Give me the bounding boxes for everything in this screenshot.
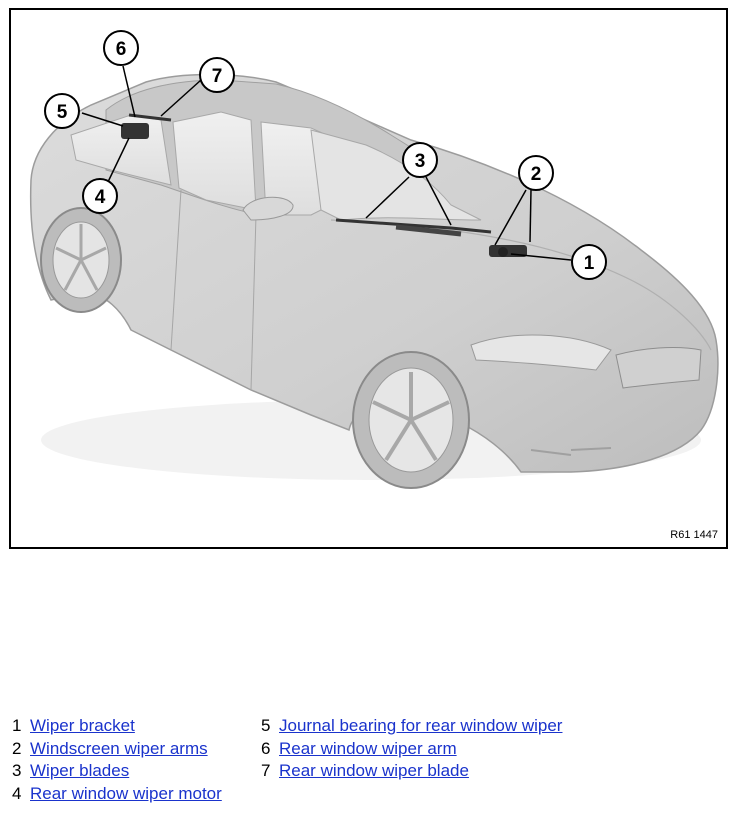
legend-item: 5 Journal bearing for rear window wiper	[261, 715, 562, 738]
legend-link-wiper-blades[interactable]: Wiper blades	[30, 761, 130, 780]
grille	[615, 347, 702, 389]
callout-6-label: 6	[116, 39, 127, 60]
callout-3-label: 3	[415, 151, 426, 172]
windscreen	[310, 129, 482, 221]
legend-item: 4 Rear window wiper motor	[12, 783, 222, 806]
fog-lights	[530, 447, 612, 456]
leader-lines	[81, 65, 572, 261]
wiper-arm-graphic	[395, 224, 462, 237]
legend-number: 6	[261, 738, 271, 758]
legend-number: 3	[12, 761, 22, 780]
callout-2: 2	[518, 155, 554, 191]
rear-rim-spokes	[55, 224, 107, 291]
legend-link-rear-window-wiper-motor[interactable]: Rear window wiper motor	[30, 783, 222, 803]
callout-1: 1	[571, 244, 607, 280]
callout-2-label: 2	[531, 164, 542, 185]
wiper-blades-graphic	[335, 218, 492, 234]
callout-4: 4	[82, 178, 118, 214]
legend-number: 1	[12, 716, 22, 735]
legend-item: 7 Rear window wiper blade	[261, 760, 562, 783]
callout-5-label: 5	[57, 102, 68, 123]
legend-item: 1 Wiper bracket	[12, 715, 222, 738]
front-rim-spokes	[372, 372, 450, 462]
legend-item: 2 Windscreen wiper arms	[12, 738, 222, 761]
callout-7: 7	[199, 57, 235, 93]
legend-link-rear-window-wiper-arm[interactable]: Rear window wiper arm	[279, 738, 457, 758]
side-mirror	[242, 196, 294, 221]
door-lines	[170, 189, 257, 391]
legend-number: 7	[261, 761, 271, 780]
legend-number: 4	[12, 783, 22, 803]
callout-7-label: 7	[212, 66, 223, 87]
legend-link-journal-bearing[interactable]: Journal bearing for rear window wiper	[279, 716, 563, 735]
car-illustration: 1 2 3 4 5 6 7	[29, 30, 719, 489]
figure-code: R61 1447	[670, 529, 718, 541]
legend-link-windscreen-wiper-arms[interactable]: Windscreen wiper arms	[30, 738, 208, 758]
callout-6: 6	[103, 30, 139, 66]
legend-link-wiper-bracket[interactable]: Wiper bracket	[30, 716, 135, 735]
callout-1-label: 1	[584, 253, 595, 274]
callout-5: 5	[44, 93, 80, 129]
callout-4-label: 4	[95, 187, 106, 208]
legend-column-2: 5 Journal bearing for rear window wiper 6…	[261, 715, 562, 783]
legend-number: 5	[261, 716, 271, 735]
legend-item: 6 Rear window wiper arm	[261, 738, 562, 761]
legend-link-rear-window-wiper-blade[interactable]: Rear window wiper blade	[279, 761, 469, 780]
car-diagram: 1 2 3 4 5 6 7 R61 1447	[9, 8, 728, 549]
legend-number: 2	[12, 738, 22, 758]
rear-wiper-motor-graphic	[121, 113, 172, 139]
headlight	[470, 334, 612, 371]
legend-item: 3 Wiper blades	[12, 760, 222, 783]
callout-3: 3	[402, 142, 438, 178]
